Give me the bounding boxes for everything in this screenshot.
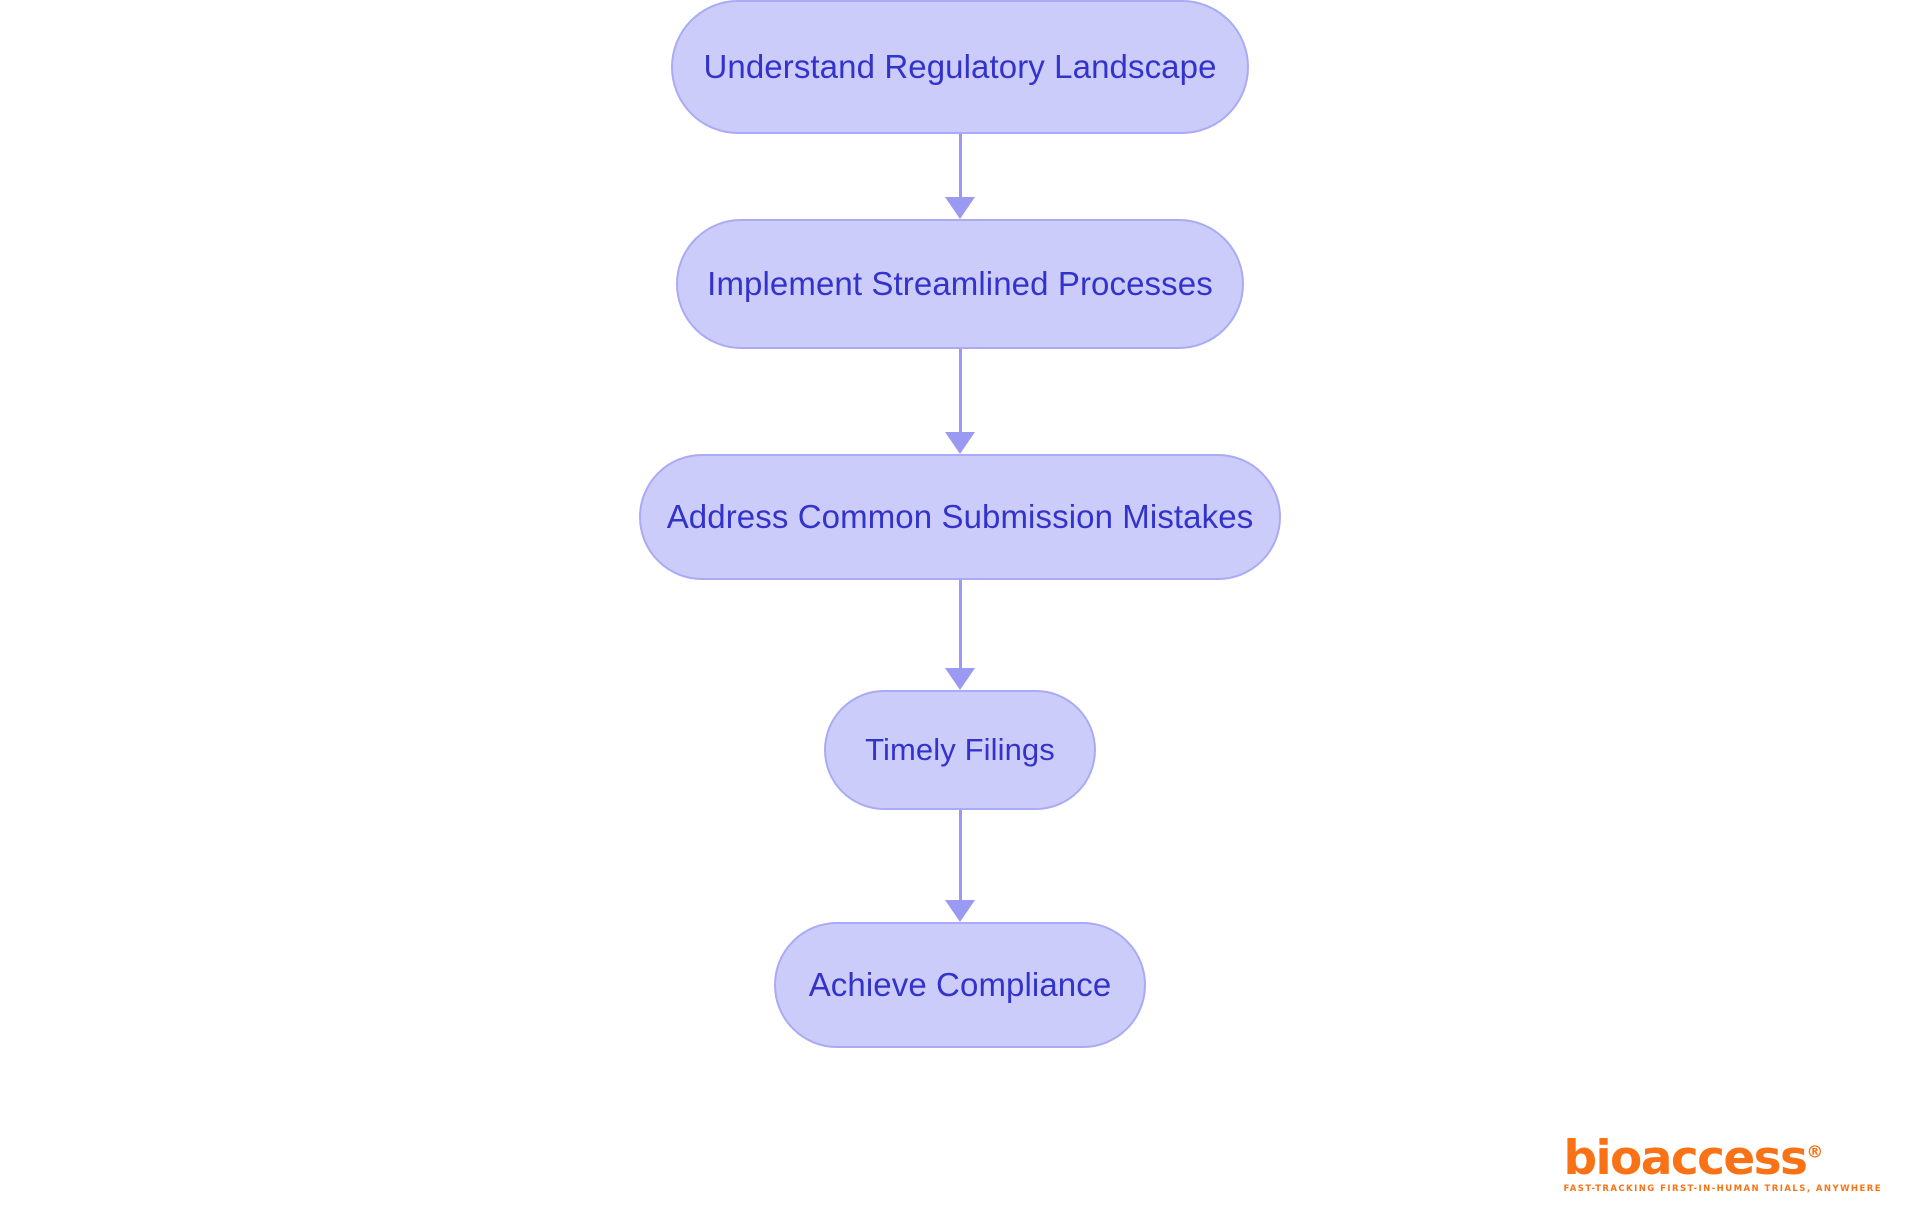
flow-node-timely-filings[interactable]: Timely Filings (824, 690, 1096, 810)
flow-node-address-common-submission-mistakes[interactable]: Address Common Submission Mistakes (639, 454, 1281, 580)
arrow-down-icon (945, 668, 975, 690)
edge-line (958, 810, 962, 901)
bioaccess-logo: bioaccess® FAST-TRACKING FIRST-IN-HUMAN … (1563, 1135, 1882, 1194)
brand-wordmark: bioaccess® (1563, 1135, 1823, 1182)
flow-edge-1-to-2 (940, 134, 980, 219)
registered-trademark-icon: ® (1806, 1141, 1824, 1162)
flow-node-label: Understand Regulatory Landscape (703, 48, 1217, 85)
flowchart-step-stack: Understand Regulatory Landscape Implemen… (639, 0, 1281, 1048)
flow-edge-3-to-4 (940, 580, 980, 690)
flow-node-label: Achieve Compliance (808, 966, 1112, 1003)
flow-node-implement-streamlined-processes[interactable]: Implement Streamlined Processes (676, 219, 1244, 349)
arrow-down-icon (945, 197, 975, 219)
flow-node-label: Address Common Submission Mistakes (666, 498, 1254, 535)
flow-node-understand-regulatory-landscape[interactable]: Understand Regulatory Landscape (671, 0, 1249, 134)
flow-node-achieve-compliance[interactable]: Achieve Compliance (774, 922, 1146, 1048)
edge-line (958, 134, 962, 198)
edge-line (958, 580, 962, 669)
brand-tagline: FAST-TRACKING FIRST-IN-HUMAN TRIALS, ANY… (1563, 1183, 1882, 1194)
arrow-down-icon (945, 432, 975, 454)
flow-node-label: Implement Streamlined Processes (707, 265, 1213, 302)
arrow-down-icon (945, 900, 975, 922)
edge-line (958, 349, 962, 433)
brand-wordmark-text: bioaccess (1563, 1130, 1808, 1186)
flow-node-label: Timely Filings (865, 732, 1055, 767)
flow-edge-4-to-5 (940, 810, 980, 922)
flow-edge-2-to-3 (940, 349, 980, 454)
